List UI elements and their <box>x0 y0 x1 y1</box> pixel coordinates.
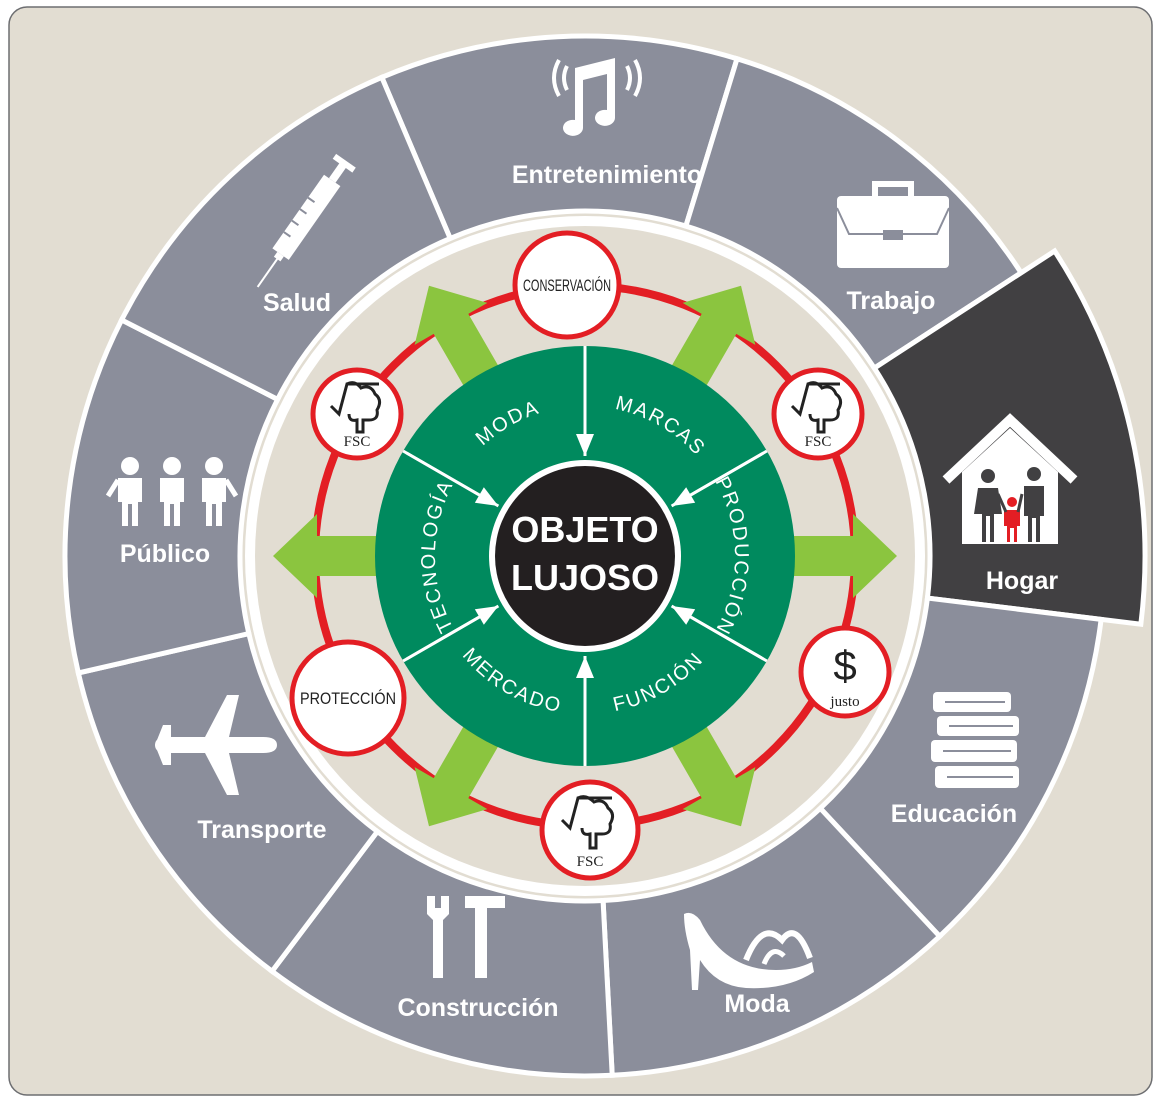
segment-moda <box>600 804 944 1078</box>
badge-conservacion: CONSERVACIÓN <box>512 230 622 340</box>
outward-arrow <box>414 719 503 827</box>
fsc-tree-icon <box>560 795 615 850</box>
segment-label-trabajo: Trabajo <box>847 287 936 315</box>
inward-arrows <box>405 350 765 762</box>
dollar-icon: $ <box>833 642 856 689</box>
badge-fsc-right: FSC <box>771 367 865 461</box>
segment-transporte <box>75 630 381 975</box>
inward-arrow <box>405 606 499 661</box>
segment-label-construccion: Construcción <box>397 994 558 1022</box>
segment-label-moda: Moda <box>724 990 790 1018</box>
badge-label-fsc-bottom: FSC <box>577 854 604 870</box>
syringe-icon <box>256 153 356 288</box>
segment-label-transporte: Transporte <box>197 816 326 844</box>
airplane-icon <box>155 695 277 795</box>
badge-label-proteccion: PROTECCIÓN <box>300 689 396 708</box>
tools-icon <box>427 896 505 978</box>
inward-arrow <box>671 606 765 661</box>
badge-proteccion: PROTECCIÓN <box>289 639 407 757</box>
outward-arrow <box>273 514 385 598</box>
outward-arrow <box>667 285 756 393</box>
outer-labels: Entretenimiento Trabajo Hogar Educación … <box>120 161 1059 1022</box>
inward-arrow <box>576 656 594 762</box>
music-note-icon <box>552 58 642 136</box>
badge-label-fsc-left: FSC <box>344 434 371 450</box>
badge-fsc-bottom: FSC <box>539 779 641 881</box>
segment-label-entretenimiento: Entretenimiento <box>512 161 702 189</box>
outward-arrow <box>785 514 897 598</box>
center-disc <box>495 466 675 646</box>
segment-label-hogar: Hogar <box>986 567 1059 595</box>
fsc-tree-icon <box>329 381 382 434</box>
segment-entretenimiento <box>378 33 741 242</box>
high-heel-shoe-icon <box>684 912 814 990</box>
badge-label-fsc-right: FSC <box>805 434 832 450</box>
fsc-tree-icon <box>790 381 843 434</box>
inward-arrow <box>405 451 499 506</box>
outer-icons <box>105 58 1078 990</box>
segment-label-salud: Salud <box>263 289 331 317</box>
center-title-line2: LUJOSO <box>511 557 659 598</box>
badge-label-conservacion: CONSERVACIÓN <box>523 276 611 295</box>
house-family-icon <box>942 413 1078 544</box>
segment-label-educacion: Educación <box>891 800 1017 828</box>
center-title-line1: OBJETO <box>511 509 658 550</box>
outward-arrow <box>667 719 756 827</box>
badge-justo: $ justo <box>798 625 892 719</box>
outward-arrows <box>273 285 897 827</box>
books-icon <box>931 692 1019 788</box>
badge-label-justo: justo <box>829 694 859 710</box>
inward-arrow <box>576 350 594 456</box>
people-icon <box>105 457 239 526</box>
badge-fsc-left: FSC <box>310 367 404 461</box>
outward-arrow <box>414 285 503 393</box>
briefcase-icon <box>836 181 950 268</box>
badges: CONSERVACIÓN FSC $ justo <box>289 230 892 881</box>
inward-arrow <box>671 451 765 506</box>
segment-label-publico: Público <box>120 540 210 568</box>
